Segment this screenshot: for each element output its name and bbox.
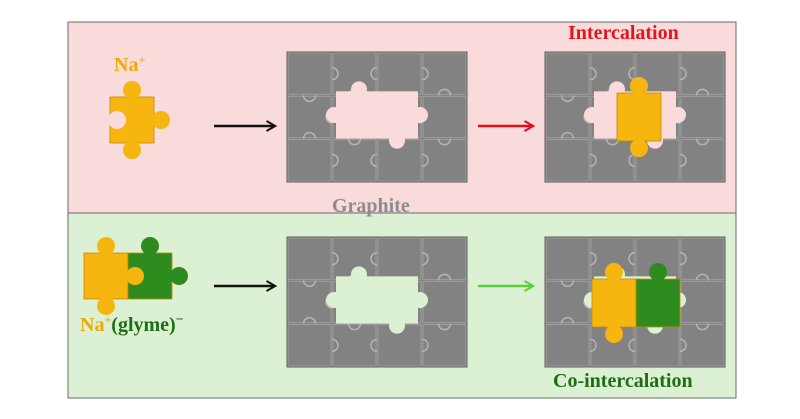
- graphite-bottom-left: [286, 236, 468, 368]
- graphite-top-left-vacancy: [336, 91, 418, 139]
- co-intercalation-label: Co-intercalation: [553, 370, 693, 392]
- glyme-piece: [126, 237, 188, 300]
- na-glyme-label: Na+(glyme)−: [80, 312, 184, 336]
- glyme-piece-co: [635, 263, 681, 328]
- graphite-top-left: [286, 51, 468, 183]
- na-ion-label: Na+: [114, 52, 146, 76]
- graphite-label: Graphite: [332, 195, 410, 217]
- sodium-piece-inserted: [616, 77, 662, 157]
- sodium-piece-co: [591, 263, 637, 343]
- graphite-bottom-left-vacancy: [336, 276, 418, 324]
- sodium-piece: [108, 81, 170, 159]
- intercalation-label: Intercalation: [568, 22, 679, 44]
- sodium-piece-glyme: [83, 237, 129, 315]
